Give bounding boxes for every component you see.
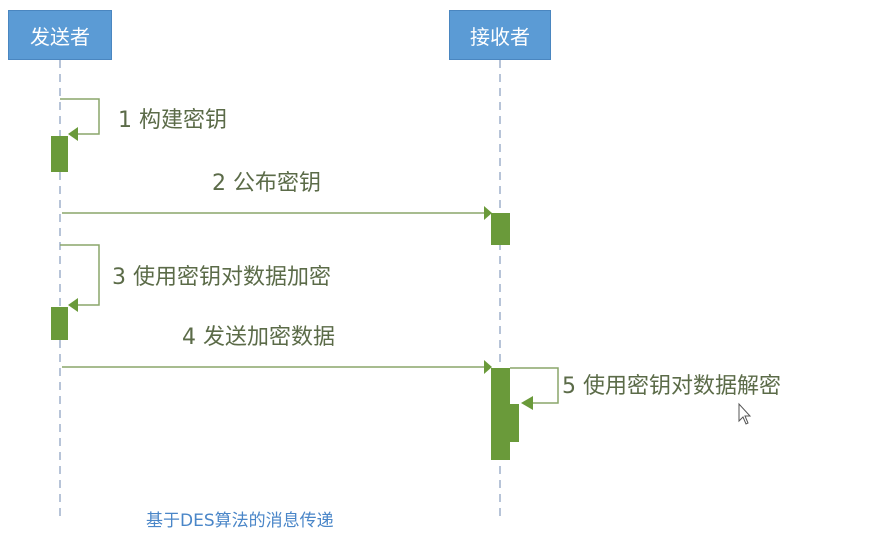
message-1-label: 1 构建密钥 — [118, 108, 227, 133]
message-1-arrowhead — [68, 127, 78, 141]
message-1-self-loop — [60, 98, 100, 135]
message-3-self-loop — [60, 244, 100, 306]
receiver-activation-2 — [491, 368, 510, 460]
message-4-arrowhead — [484, 360, 492, 374]
sender-actor-box: 发送者 — [8, 10, 112, 60]
receiver-activation-1 — [491, 213, 510, 245]
diagram-caption: 基于DES算法的消息传递 — [146, 511, 334, 531]
message-3-label: 3 使用密钥对数据加密 — [112, 265, 331, 290]
message-4-label: 4 发送加密数据 — [182, 325, 335, 350]
mouse-cursor-icon — [738, 402, 752, 425]
message-5-self-loop — [510, 367, 559, 404]
message-5-arrowhead — [521, 396, 533, 410]
receiver-activation-nested — [510, 404, 519, 442]
receiver-actor-box: 接收者 — [449, 10, 551, 60]
message-3-arrowhead — [68, 298, 78, 312]
message-2-label: 2 公布密钥 — [212, 171, 321, 196]
sender-activation-2 — [51, 307, 68, 340]
sender-activation-1 — [51, 136, 68, 172]
message-5-label: 5 使用密钥对数据解密 — [562, 374, 781, 399]
message-2-arrowhead — [484, 206, 492, 220]
